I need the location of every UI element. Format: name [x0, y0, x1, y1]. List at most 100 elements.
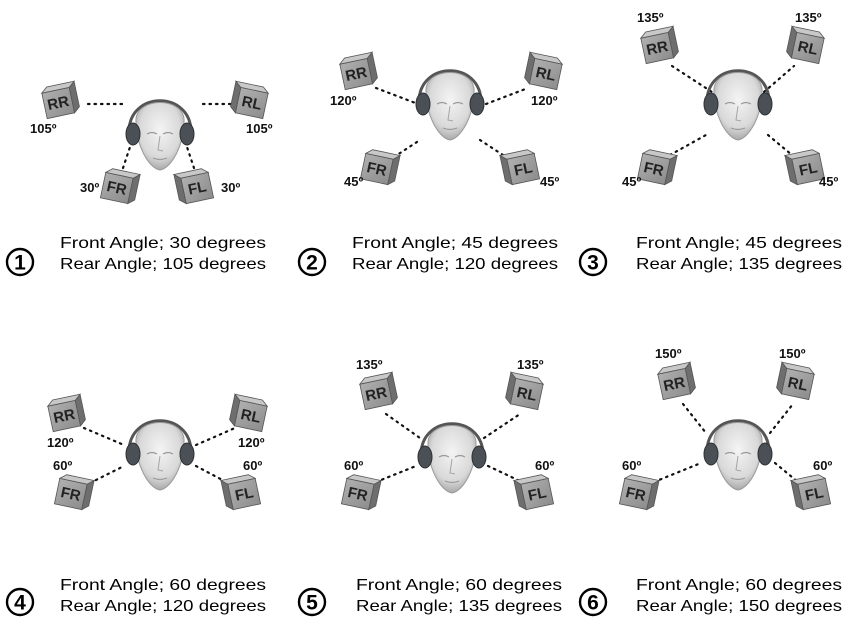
speaker-rl-icon: RL	[524, 51, 564, 91]
angle-label-fl: 60º	[243, 458, 262, 473]
speaker-rr-icon: RR	[338, 51, 378, 91]
speaker-fr-icon: FR	[359, 149, 402, 186]
speaker-rl-icon: RL	[776, 361, 816, 401]
speaker-fl-icon: FL	[512, 474, 555, 511]
connection-line-rl	[768, 402, 795, 435]
speaker-label: FL	[804, 484, 825, 504]
speaker-rr-icon: RR	[40, 80, 80, 120]
angle-label-rr: 120º	[330, 93, 357, 108]
layout-number-badge: 5	[297, 587, 327, 617]
layout-number-badge: 1	[5, 247, 35, 277]
angle-label-rr: 135º	[637, 10, 664, 25]
layout-number: 4	[14, 592, 26, 615]
connection-line-fr	[652, 461, 703, 484]
front-angle-caption: Front Angle; 60 degrees	[356, 577, 562, 594]
speaker-rr-icon: RR	[656, 361, 696, 401]
speaker-fr-icon: FR	[636, 149, 679, 186]
layout-number: 2	[306, 252, 318, 275]
speaker-fl-icon: FL	[219, 474, 262, 511]
speaker-rl-icon: RL	[505, 371, 545, 411]
connection-line-fr	[88, 464, 126, 485]
speaker-label: RR	[344, 64, 369, 85]
speaker-label: RL	[786, 374, 809, 395]
angle-label-fr: 45º	[344, 174, 363, 189]
angle-label-fl: 45º	[819, 174, 838, 189]
connection-line-rl	[484, 86, 530, 106]
connection-line-rl	[482, 412, 522, 440]
angle-label-rl: 120º	[238, 435, 265, 450]
connection-line-fl	[766, 133, 794, 157]
layout-number: 6	[587, 592, 599, 615]
speaker-label: FL	[513, 159, 534, 179]
angle-label-rl: 135º	[517, 357, 544, 372]
angle-label-fr: 30º	[80, 180, 99, 195]
speaker-fl-icon: FL	[789, 474, 832, 511]
speaker-label: FR	[105, 178, 128, 199]
speaker-fl-icon: FL	[783, 149, 826, 186]
angle-label-fl: 30º	[221, 180, 240, 195]
speaker-rl-icon: RL	[786, 25, 826, 65]
layout-number-badge: 6	[578, 587, 608, 617]
connection-line-fl	[478, 138, 508, 159]
layout-number: 5	[306, 592, 318, 615]
angle-label-rr: 120º	[47, 435, 74, 450]
speaker-rl-icon: RL	[229, 393, 269, 433]
speaker-fr-icon: FR	[618, 474, 661, 511]
connection-line-fl	[773, 461, 800, 484]
angle-label-rr: 150º	[655, 346, 682, 361]
rear-angle-caption: Rear Angle; 105 degrees	[60, 256, 266, 273]
connection-line-rr	[681, 402, 708, 435]
layout-number-badge: 2	[297, 247, 327, 277]
front-angle-caption: Front Angle; 60 degrees	[60, 577, 266, 594]
front-angle-caption: Front Angle; 45 degrees	[352, 235, 558, 252]
rear-angle-caption: Rear Angle; 135 degrees	[356, 598, 562, 615]
connection-line-rr	[82, 426, 126, 447]
connection-line-fl	[486, 464, 524, 484]
speaker-rr-icon: RR	[639, 25, 679, 65]
connection-line-fr	[392, 138, 422, 159]
angle-label-fl: 60º	[535, 458, 554, 473]
angle-label-fr: 60º	[622, 458, 641, 473]
speaker-label: RR	[52, 406, 77, 427]
speaker-label: FL	[798, 159, 819, 179]
speaker-rr-icon: RR	[46, 393, 86, 433]
speaker-label: RR	[364, 384, 389, 405]
front-angle-caption: Front Angle; 30 degrees	[60, 235, 266, 252]
speaker-rr-icon: RR	[358, 371, 398, 411]
angle-label-fl: 60º	[813, 458, 832, 473]
speaker-label: FL	[187, 178, 208, 198]
angle-label-rr: 105º	[30, 121, 57, 136]
angle-label-rl: 105º	[246, 121, 273, 136]
angle-label-fr: 60º	[53, 458, 72, 473]
speaker-fr-icon: FR	[53, 474, 96, 511]
head-icon	[703, 69, 773, 141]
head-icon	[417, 422, 487, 494]
angle-label-rr: 135º	[356, 357, 383, 372]
speaker-label: RL	[240, 93, 263, 114]
angle-label-rl: 120º	[531, 93, 558, 108]
speaker-label: FR	[642, 159, 665, 180]
speaker-label: RL	[796, 38, 819, 59]
speaker-fr-icon: FR	[340, 474, 383, 511]
speaker-label: RL	[239, 406, 262, 427]
angle-label-rl: 150º	[779, 346, 806, 361]
rear-angle-caption: Rear Angle; 135 degrees	[636, 256, 842, 273]
connection-line-fr	[121, 145, 132, 170]
front-angle-caption: Front Angle; 60 degrees	[636, 577, 842, 594]
speaker-label: FR	[59, 484, 82, 505]
rear-angle-caption: Rear Angle; 120 degrees	[352, 256, 558, 273]
speaker-label: RR	[46, 93, 71, 114]
layout-panel-6: RR RL FR FL 150º 150º 60º 60º 6 Front Angle; 60 d…	[578, 346, 842, 617]
speaker-rl-icon: RL	[230, 80, 270, 120]
layout-panel-4: RR RL FR FL 120º 120º 60º 60º 4 Front Angle; 60 d…	[5, 393, 269, 617]
connection-line-rl	[762, 64, 796, 94]
speaker-label: RL	[515, 384, 538, 405]
speaker-fl-icon: FL	[498, 149, 541, 186]
head-icon	[125, 419, 195, 491]
angle-label-rl: 135º	[795, 10, 822, 25]
speaker-label: FR	[624, 484, 647, 505]
